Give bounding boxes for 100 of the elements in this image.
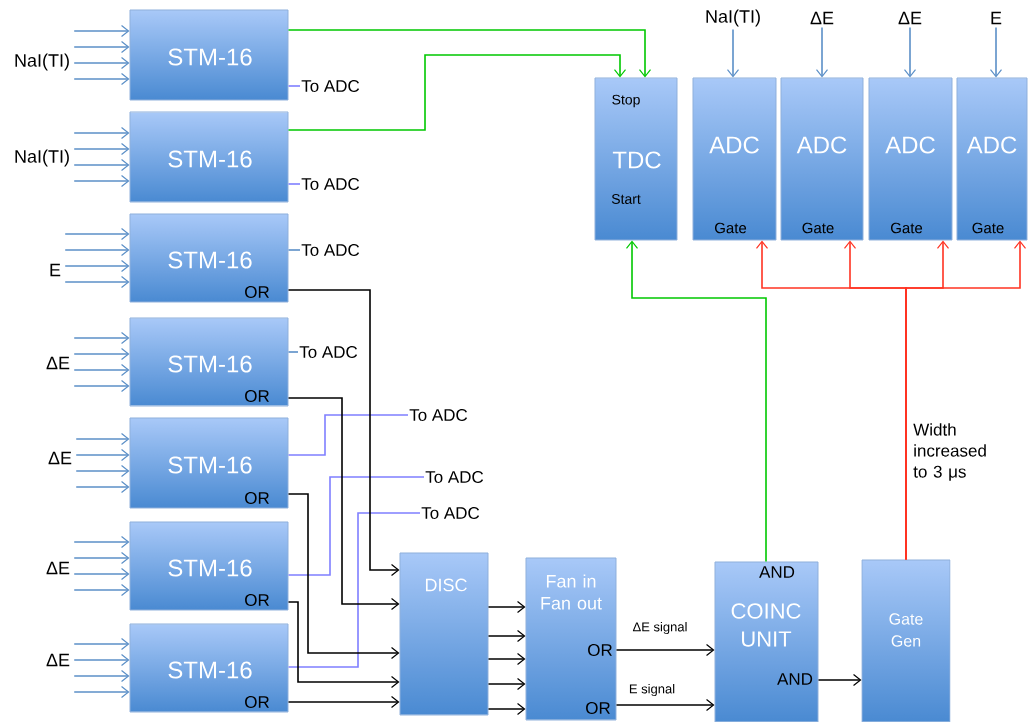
port-label: Start [611, 194, 641, 204]
edge-label: E signal [629, 683, 675, 697]
output-label: To ADC [301, 80, 360, 92]
arrow [73, 685, 130, 699]
module-title: ADC [966, 136, 1017, 154]
port-label: OR [245, 286, 269, 298]
arrow [615, 698, 715, 712]
module-box [129, 213, 289, 303]
arrow [73, 331, 130, 345]
arrow [287, 54, 627, 131]
module-box [129, 9, 289, 101]
port-label: AND [759, 566, 795, 578]
module-box [780, 77, 864, 241]
output-label: To ADC [421, 506, 480, 519]
module-box [129, 317, 289, 407]
module-title: STM-16 [168, 251, 252, 269]
output-label: To ADC [425, 470, 484, 483]
port-label: Stop [612, 94, 640, 108]
port-label: Gate [802, 222, 834, 234]
module-title: STM-16 [168, 559, 252, 577]
port-label: OR [245, 491, 269, 504]
signal-label: NaI(TI) [15, 149, 69, 167]
arrow [73, 379, 130, 393]
port-label: OR [586, 701, 610, 714]
module-title: Fan in Fan out [541, 574, 602, 610]
module-box [956, 77, 1028, 241]
module-box [129, 417, 289, 509]
arrow [73, 24, 130, 38]
connector [287, 183, 301, 185]
arrow [73, 142, 130, 156]
port-label: Gate [972, 222, 1004, 234]
module-box [714, 561, 819, 722]
arrow [73, 567, 130, 581]
arrow [287, 29, 652, 78]
arrow [73, 126, 130, 140]
arrow [73, 174, 130, 188]
signal-label: ΔE [46, 561, 70, 575]
arrow [73, 637, 130, 651]
arrow [73, 158, 130, 172]
module-title: STM-16 [168, 150, 252, 168]
module-title: STM-16 [168, 661, 252, 679]
edge-label: ΔE signal [632, 621, 687, 635]
arrow [73, 40, 130, 54]
connector [287, 476, 425, 576]
arrow [73, 56, 130, 70]
arrow [287, 493, 400, 660]
module-title: ADC [796, 136, 847, 154]
signal-label: ΔE [810, 11, 834, 25]
module-title: ADC [885, 136, 935, 154]
arrow [815, 26, 829, 78]
arrow [287, 397, 400, 611]
arrow [615, 643, 715, 657]
module-title: DISC [426, 578, 467, 592]
module-box [525, 557, 617, 721]
arrow [487, 677, 526, 691]
arrow [75, 432, 130, 446]
connector [287, 351, 299, 353]
connector [287, 85, 301, 87]
arrow [73, 535, 130, 549]
signal-label: NaI(TI) [15, 53, 69, 71]
arrow [287, 289, 400, 577]
arrow [64, 259, 130, 273]
arrow [287, 601, 400, 689]
signal-label: ΔE [46, 653, 70, 667]
signal-label: E [50, 263, 61, 277]
module-title: Gate Gen [889, 613, 923, 647]
arrow [487, 702, 526, 716]
arrow [989, 26, 1003, 78]
arrow [73, 363, 130, 377]
arrow [487, 652, 526, 666]
port-label: OR [245, 695, 269, 708]
signal-label: E [991, 11, 1002, 25]
module-box [868, 77, 953, 241]
port-label: OR [245, 389, 269, 402]
module-title: TDC [612, 151, 661, 169]
connector [287, 249, 301, 251]
arrow [73, 347, 130, 361]
port-label: AND [777, 673, 813, 685]
arrow [905, 240, 1027, 561]
arrow [73, 551, 130, 565]
arrow [726, 28, 740, 78]
module-box [129, 521, 289, 611]
arrow [625, 240, 767, 563]
output-label: To ADC [301, 178, 360, 190]
arrow [75, 480, 130, 494]
arrow [287, 695, 400, 709]
arrow [817, 673, 862, 687]
arrow [73, 583, 130, 597]
port-label: OR [245, 593, 269, 606]
module-title: COINC UNIT [731, 603, 801, 647]
port-label: Gate [715, 222, 747, 234]
signal-label: ΔE [46, 356, 70, 370]
arrow [73, 72, 130, 86]
arrow [75, 448, 130, 462]
output-label: To ADC [299, 346, 358, 358]
module-title: STM-16 [168, 48, 252, 66]
connector [287, 512, 421, 668]
module-box [129, 111, 289, 203]
output-label: To ADC [301, 243, 360, 256]
arrow [64, 227, 130, 241]
